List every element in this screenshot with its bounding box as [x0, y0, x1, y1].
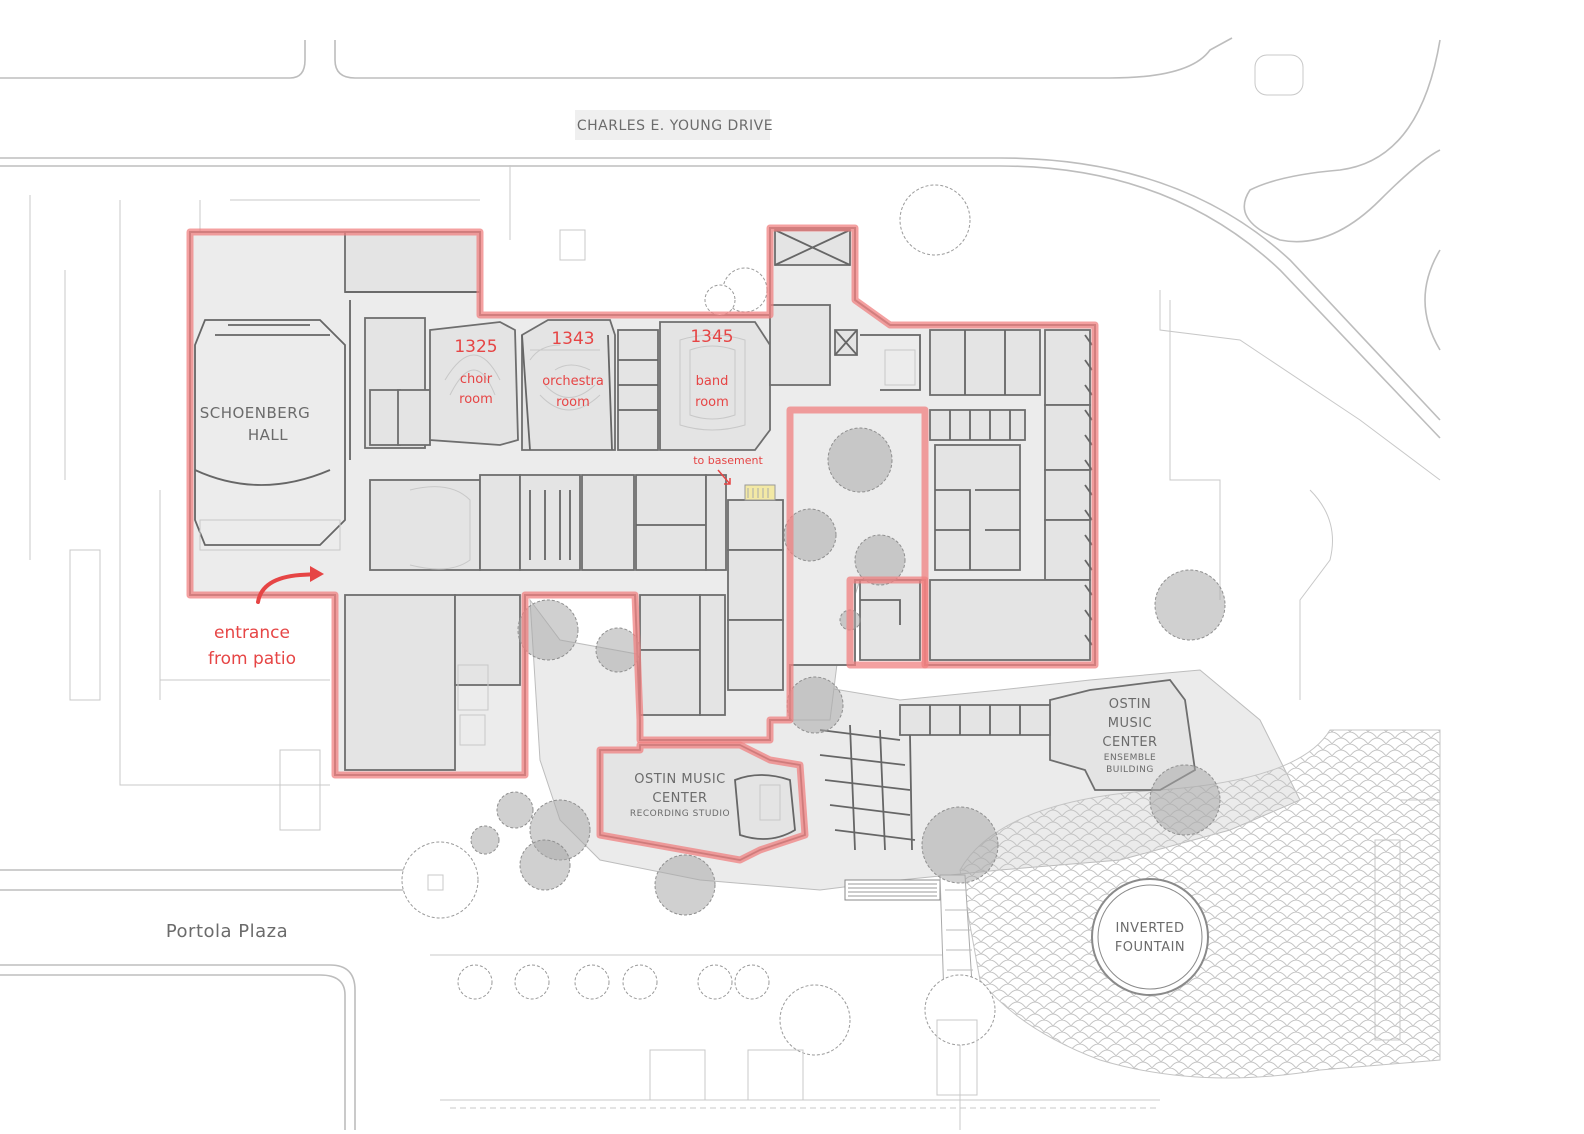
- room-name-orchestra-line2: room: [556, 395, 590, 410]
- ostin-ensemble-line4: ENSEMBLE: [1104, 753, 1156, 763]
- street-label-charles: CHARLES E. YOUNG DRIVE: [575, 110, 773, 140]
- ostin-ensemble-line1: OSTIN: [1109, 697, 1151, 712]
- room-name-choir-line2: room: [459, 392, 493, 407]
- fountain-plaza: [959, 729, 1441, 1079]
- ostin-recording-line2: CENTER: [652, 791, 707, 806]
- ostin-ensemble-line3: CENTER: [1102, 735, 1157, 750]
- room-name-choir-line1: choir: [460, 372, 493, 387]
- ostin-recording-line3: RECORDING STUDIO: [630, 809, 730, 819]
- schoenberg-hall-line1: SCHOENBERG: [200, 404, 311, 422]
- inverted-fountain-line2: FOUNTAIN: [1115, 940, 1185, 955]
- room-name-orchestra-line1: orchestra: [542, 374, 604, 389]
- highlight-outlines: [186, 224, 1099, 864]
- room-name-band-line2: room: [695, 395, 729, 410]
- ostin-ensemble-line5: BUILDING: [1106, 765, 1154, 775]
- room-name-band-line1: band: [696, 374, 729, 389]
- ostin-ensemble-line2: MUSIC: [1108, 716, 1152, 731]
- room-number-orchestra: 1343: [551, 329, 594, 349]
- to-basement-label: to basement: [693, 454, 763, 467]
- trees: [401, 184, 1226, 1101]
- to-basement-arrow-icon: [717, 469, 731, 485]
- street-portola-plaza: Portola Plaza: [166, 921, 288, 942]
- street-charles-e-young-drive: CHARLES E. YOUNG DRIVE: [577, 118, 773, 134]
- entrance-arrow-icon: [256, 572, 320, 604]
- entrance-label-line1: entrance: [214, 623, 290, 643]
- road-lines: [0, 37, 1441, 1130]
- room-number-choir: 1325: [454, 337, 497, 357]
- main-building: [189, 227, 1196, 861]
- entrance-label-line2: from patio: [208, 649, 296, 669]
- ostin-recording-line1: OSTIN MUSIC: [634, 772, 726, 787]
- room-number-band: 1345: [690, 327, 733, 347]
- inverted-fountain-line1: INVERTED: [1116, 921, 1185, 936]
- schoenberg-hall-line2: HALL: [248, 426, 288, 444]
